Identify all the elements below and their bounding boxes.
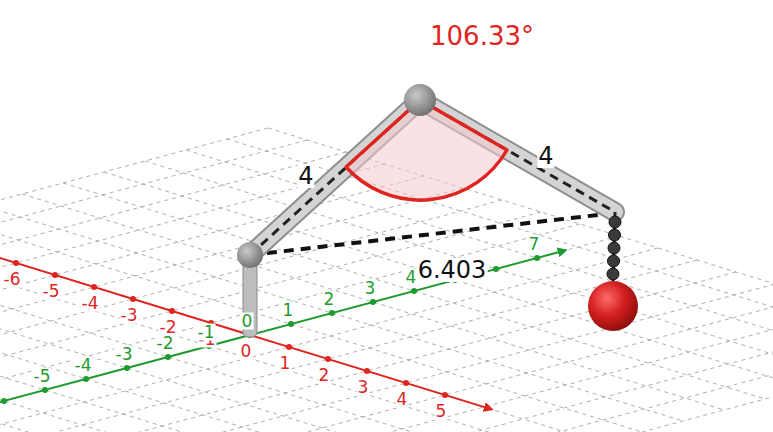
arm-length: 4 (297, 164, 314, 188)
grid-line (76, 296, 773, 432)
axis-tick-label: -3 (115, 346, 134, 363)
axis-tick-label: -5 (42, 283, 61, 300)
tick-dot (130, 296, 136, 302)
tick-dot (91, 284, 97, 290)
grid-line (0, 188, 463, 386)
axis-tick-label: 2 (323, 291, 336, 308)
shoulder-joint (237, 242, 263, 268)
tick-dot (329, 310, 335, 316)
axis-tick-label: 7 (528, 236, 541, 253)
tick-dot (286, 344, 292, 350)
axis-tick-label: 1 (279, 355, 292, 372)
tick-dot (411, 288, 417, 294)
grid-line (0, 227, 601, 432)
grid-line (0, 282, 396, 432)
axis-tick-label: 5 (435, 403, 448, 420)
axis-tick-label: -4 (74, 357, 93, 374)
tick-dot (165, 354, 171, 360)
grid-line (227, 139, 773, 355)
axis-tick-label: 4 (405, 269, 418, 286)
grid-line (0, 315, 273, 432)
tick-dot (534, 255, 540, 261)
elbow-joint (404, 84, 436, 116)
grid-line (0, 128, 268, 326)
angle-arc (346, 100, 507, 200)
red-ball (588, 281, 638, 331)
tick-dot (1, 398, 7, 404)
tick-dot (370, 299, 376, 305)
axis-tick-label: -2 (156, 335, 175, 352)
angle-sector (346, 100, 507, 200)
axis-tick-label: 4 (396, 391, 409, 408)
grid-line (0, 304, 314, 432)
grid-line (0, 176, 424, 374)
x-axis (0, 256, 492, 410)
distance-value: 6.403 (417, 258, 488, 282)
grid-line (63, 183, 765, 399)
grid-line (0, 248, 658, 432)
y-axis (0, 250, 566, 404)
grid-line (0, 205, 683, 421)
tick-dot (124, 365, 130, 371)
grid-line (0, 272, 736, 432)
grid-line (0, 236, 619, 432)
chain-link (608, 242, 620, 254)
grid-line (0, 200, 502, 398)
axis-tick-label: 0 (240, 343, 253, 360)
axis-tick-label: -1 (197, 324, 216, 341)
grid-line (0, 249, 519, 432)
axis-tick-label: 3 (357, 379, 370, 396)
tick-dot (288, 321, 294, 327)
tick-dot (364, 368, 370, 374)
tick-dot (13, 260, 19, 266)
grid-line (0, 224, 580, 422)
axis-tick-label: 2 (318, 367, 331, 384)
axis-tick-label: -6 (3, 271, 22, 288)
grid-line (0, 260, 478, 432)
arm-length: 4 (537, 144, 554, 168)
tick-dot (325, 356, 331, 362)
tick-dot (42, 387, 48, 393)
chain-link (609, 216, 621, 228)
axes (0, 250, 566, 409)
axis-tick-label: 3 (364, 280, 377, 297)
axis-tick-label: -3 (120, 307, 139, 324)
grid-line (37, 284, 773, 432)
angle-value: 106.33° (429, 23, 535, 49)
tick-dot (493, 266, 499, 272)
grid-line (0, 271, 437, 432)
chain (607, 212, 621, 284)
grid-line (193, 332, 773, 432)
grid-line (0, 238, 560, 432)
tick-dot (83, 376, 89, 382)
tick-dot (442, 392, 448, 398)
grid-line (0, 152, 346, 350)
grid-line (115, 308, 773, 432)
distance-line (250, 213, 615, 255)
axis-tick-label: 0 (241, 313, 254, 330)
axis-tick-label: -4 (81, 295, 100, 312)
chain-link (608, 255, 620, 267)
tick-dot (169, 308, 175, 314)
chain-link (609, 229, 621, 241)
axis-tick-label: -2 (159, 319, 178, 336)
tick-dot (403, 380, 409, 386)
chain-link (607, 268, 619, 280)
grid-line (104, 172, 773, 388)
axis-tick-label: 1 (282, 302, 295, 319)
tick-dot (52, 272, 58, 278)
grid-line (22, 194, 724, 410)
grid-line (232, 344, 773, 432)
axis-tick-label: -5 (33, 368, 52, 385)
